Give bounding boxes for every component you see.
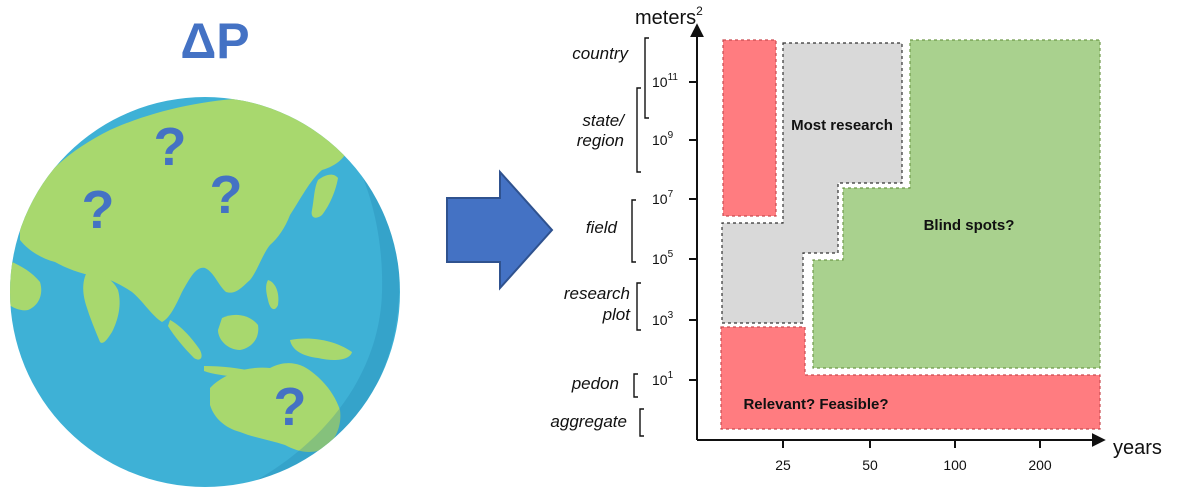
label-relevant-feasible: Relevant? Feasible? (743, 396, 888, 413)
y-tick-base: 10 (652, 372, 668, 388)
y-tick-label: 103 (652, 310, 674, 328)
land-newguinea (290, 338, 352, 360)
question-marks: ? ? ? ? (82, 117, 307, 437)
x-tick-label: 200 (1028, 457, 1052, 473)
y-axis-title-text: meters (635, 7, 696, 29)
scale-bracket (636, 87, 641, 173)
question-mark: ? (210, 165, 243, 225)
globe-land (10, 97, 400, 484)
land-japan (311, 174, 338, 218)
y-tick-label: 107 (652, 189, 674, 207)
x-axis-title: years (1113, 437, 1162, 459)
land-tasmania (300, 461, 313, 472)
scale-bracket (644, 37, 649, 119)
x-tick-label: 50 (862, 457, 878, 473)
scale-bracket (639, 408, 644, 437)
y-tick-label: 105 (652, 249, 674, 267)
y-tick-label: 109 (652, 130, 674, 148)
region-blind-spots (812, 39, 1101, 369)
y-tick-exp: 7 (668, 189, 674, 200)
y-axis-title-exp: 2 (696, 4, 703, 18)
land-philippines (266, 280, 279, 310)
transition-arrow (446, 169, 554, 291)
question-mark: ? (154, 117, 187, 177)
land-sumatra (168, 320, 202, 360)
scale-label: country (572, 44, 629, 63)
land-borneo (218, 314, 259, 350)
x-tick-label: 25 (775, 457, 791, 473)
land-india (83, 270, 120, 343)
scale-bracket (631, 199, 636, 263)
y-tick-label: 1011 (652, 72, 678, 90)
question-mark: ? (274, 377, 307, 437)
x-tick-label: 100 (943, 457, 967, 473)
y-tick-base: 10 (652, 251, 668, 267)
globe-rim-shade (250, 120, 400, 484)
x-ticks: 25 50 100 200 (775, 440, 1052, 473)
land-australia (210, 363, 341, 452)
scale-label: plot (602, 305, 632, 324)
label-most-research: Most research (791, 117, 893, 134)
scale-chart: Most research Blind spots? Relevant? Fea… (550, 4, 1161, 473)
scale-label: pedon (571, 374, 619, 393)
y-tick-exp: 9 (668, 130, 674, 141)
land-asia (20, 97, 349, 322)
scale-label: research (564, 284, 630, 303)
region-relevant-feasible (720, 326, 1101, 430)
scale-label: aggregate (550, 412, 627, 431)
y-tick-base: 10 (652, 132, 668, 148)
y-tick-label: 101 (652, 370, 674, 388)
scale-label: field (586, 218, 618, 237)
globe: ΔP ? ? ? ? (10, 13, 400, 487)
scale-label: region (577, 131, 624, 150)
scale-label: state/ (582, 111, 626, 130)
y-axis-title: meters2 (635, 4, 703, 29)
y-tick-base: 10 (652, 191, 668, 207)
label-blind-spots: Blind spots? (924, 217, 1015, 234)
y-tick-base: 10 (652, 74, 668, 90)
region-most-research (721, 42, 903, 324)
scale-labels: country state/region field research plot pedo… (550, 37, 649, 437)
globe-title: ΔP (180, 13, 249, 69)
y-tick-exp: 3 (668, 310, 674, 321)
region-relevant-upper (722, 39, 777, 217)
scale-bracket (633, 373, 638, 398)
y-tick-exp: 1 (668, 370, 674, 381)
y-tick-exp: 11 (668, 72, 679, 83)
question-mark: ? (82, 180, 115, 240)
y-tick-exp: 5 (668, 249, 674, 260)
scale-bracket (636, 282, 641, 331)
y-tick-base: 10 (652, 312, 668, 328)
